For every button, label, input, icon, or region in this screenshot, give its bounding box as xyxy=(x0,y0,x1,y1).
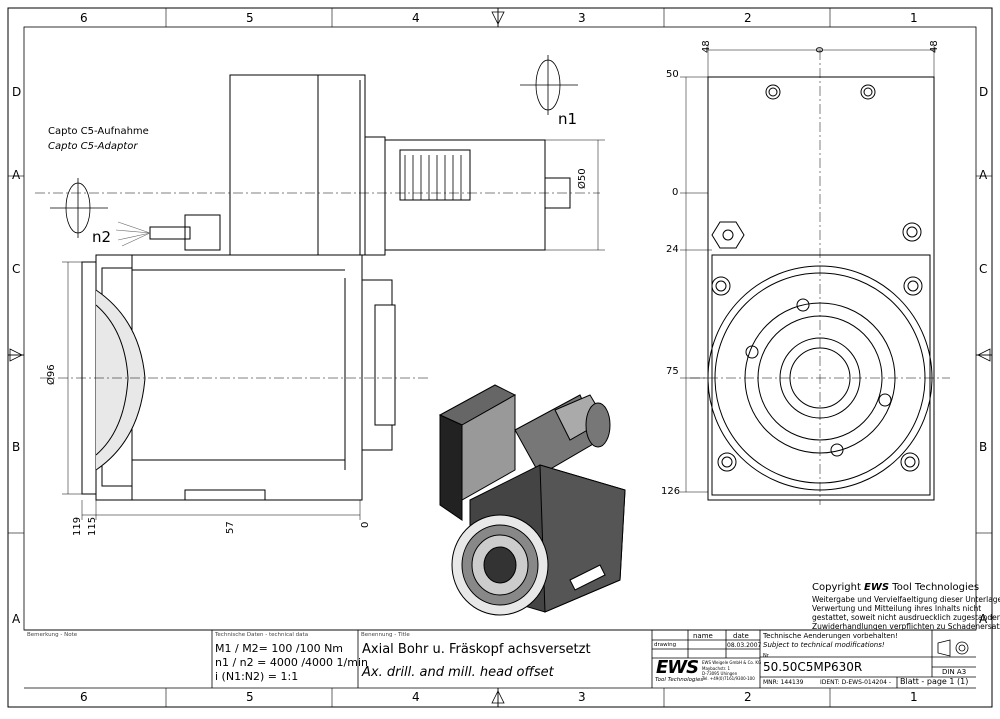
nr-label: Nr xyxy=(763,653,769,659)
zone-row-b: B xyxy=(12,440,21,454)
projection-symbol xyxy=(937,639,969,657)
zone-row-a-right: A xyxy=(979,612,988,626)
title-en: Ax. drill. and mill. head offset xyxy=(362,665,554,680)
zone-row-c-right: C xyxy=(979,262,988,276)
adaptor-label-de: Capto C5-Aufnahme xyxy=(48,126,149,137)
rotation-symbols xyxy=(50,55,578,238)
front-view xyxy=(707,76,935,501)
changes-de: Technische Aenderungen vorbehalten! xyxy=(763,632,898,640)
dim-119: 119 xyxy=(72,516,83,536)
copyright-prefix: Copyright xyxy=(812,582,865,593)
dim-50: 50 xyxy=(666,69,679,80)
zone-col-3: 3 xyxy=(578,11,586,25)
dim-dia50: Ø50 xyxy=(577,168,588,189)
col-name: name xyxy=(693,632,713,640)
zone-col-4: 4 xyxy=(412,11,420,25)
drawing-date: 08.03.2007 xyxy=(727,642,762,649)
zone-col-5-bottom: 5 xyxy=(246,690,254,704)
copyright-brand: EWS xyxy=(864,582,890,593)
copyright-suffix: Tool Technologies xyxy=(889,582,980,593)
zone-col-1: 1 xyxy=(910,11,918,25)
outer-frame xyxy=(7,7,993,708)
n1-label: n1 xyxy=(558,110,578,128)
dim-75: 75 xyxy=(666,366,679,377)
dim-0-top: 0 xyxy=(815,46,826,53)
col-date: date xyxy=(733,632,749,640)
dim-0-vert: 0 xyxy=(672,187,679,198)
dim-115: 115 xyxy=(87,516,98,536)
front-centerlines xyxy=(690,50,950,505)
remarks-label: Bemerkung - Note xyxy=(27,632,78,638)
dim-0-side: 0 xyxy=(360,521,371,528)
sheet-number: Blatt - page 1 (1) xyxy=(900,677,969,686)
mnr: MNR: 144139 xyxy=(763,679,804,686)
paper-format: DIN A3 xyxy=(942,668,967,676)
front-dimension-lines xyxy=(680,45,935,493)
torque-value: M1 / M2= 100 /100 Nm xyxy=(215,642,344,655)
company-line-1: EWS Weigele GmbH & Co. KG xyxy=(702,660,762,665)
ident: IDENT: D-EWS-014204 - xyxy=(820,679,892,686)
zone-row-d: D xyxy=(12,85,22,99)
zone-row-c: C xyxy=(12,262,21,276)
dim-48-left: 48 xyxy=(701,40,712,53)
isometric-view xyxy=(438,384,626,616)
title-block-grid xyxy=(24,629,976,689)
centering-marks xyxy=(8,8,992,707)
zone-col-5: 5 xyxy=(246,11,254,25)
speed-value: n1 / n2 = 4000 /4000 1/min xyxy=(215,656,368,669)
dim-57: 57 xyxy=(225,521,236,534)
zone-col-2-bottom: 2 xyxy=(744,690,752,704)
techdata-label: Technische Daten - technical data xyxy=(215,632,309,638)
ews-logo-sub: Tool Technologies xyxy=(655,677,704,683)
dim-dia96: Ø96 xyxy=(46,364,57,385)
adaptor-label-en: Capto C5-Adaptor xyxy=(48,141,138,152)
copyright-title: Copyright EWS Tool Technologies xyxy=(812,582,979,593)
zone-row-b-right: B xyxy=(979,440,988,454)
company-line-4: Tel. +49(0)7161/9300-100 xyxy=(702,676,755,681)
dim-48-right: 48 xyxy=(929,40,940,53)
zone-row-a-upper-left: A xyxy=(12,168,21,182)
zone-col-3-bottom: 3 xyxy=(578,690,586,704)
changes-en: Subject to technical modifications! xyxy=(763,641,885,649)
zone-row-a-upper-right: A xyxy=(979,168,988,182)
copyright-line-1: Weitergabe und Vervielfaeltigung dieser … xyxy=(812,595,1000,604)
zone-col-4-bottom: 4 xyxy=(412,690,420,704)
copyright-line-4: Zuwiderhandlungen verpflichten zu Schade… xyxy=(812,622,1000,631)
title-label: Benennung - Title xyxy=(361,632,410,638)
coolant-spray xyxy=(115,221,151,247)
side-centerlines xyxy=(35,192,600,379)
ews-logo: EWS xyxy=(656,657,699,678)
dim-126: 126 xyxy=(661,486,681,497)
row-drawing: drawing xyxy=(654,642,677,648)
company-line-3: D-73095 Uhingen xyxy=(702,671,738,676)
zone-row-a: A xyxy=(12,612,21,626)
side-dimension-lines xyxy=(62,139,605,520)
copyright-line-3: gestattet, soweit nicht ausdruecklich zu… xyxy=(812,613,1000,622)
zone-row-d-right: D xyxy=(979,85,989,99)
zone-col-6: 6 xyxy=(80,11,88,25)
title-de: Axial Bohr u. Fräskopf achsversetzt xyxy=(362,642,591,657)
dim-24: 24 xyxy=(666,244,679,255)
n2-label: n2 xyxy=(92,228,112,246)
zone-col-6-bottom: 6 xyxy=(80,690,88,704)
ratio-value: i (N1:N2) = 1:1 xyxy=(215,670,299,683)
part-number: 50.50C5MP630R xyxy=(763,660,863,674)
zone-col-2: 2 xyxy=(744,11,752,25)
company-line-2: Maybachstr. 1 xyxy=(702,666,731,671)
zone-col-1-bottom: 1 xyxy=(910,690,918,704)
copyright-line-2: Verwertung und Mitteilung ihres Inhalts … xyxy=(812,604,982,613)
